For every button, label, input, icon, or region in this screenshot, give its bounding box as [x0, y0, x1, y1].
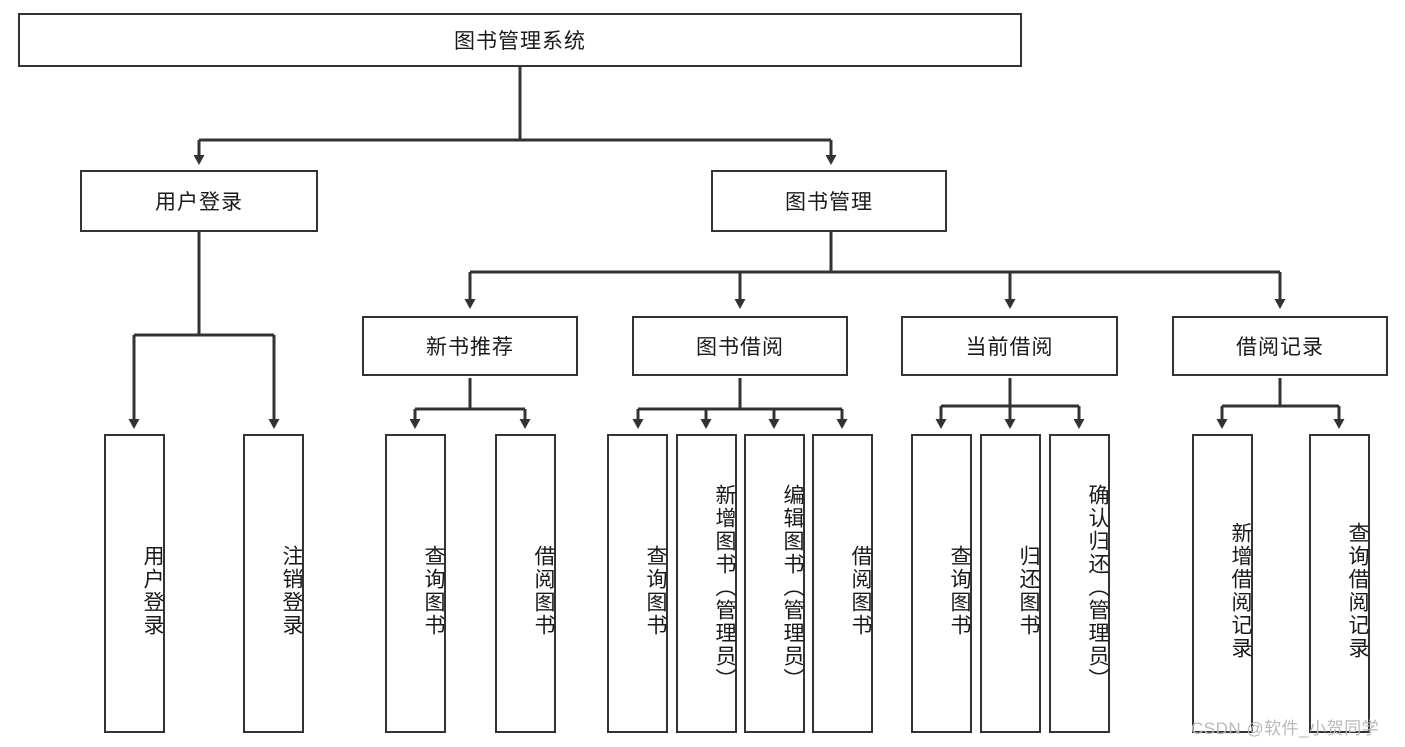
node-new-book-recommend[interactable]: 新书推荐	[362, 316, 578, 376]
node-label: 确认归还（管理员）	[1086, 484, 1109, 691]
node-book-management[interactable]: 图书管理	[711, 170, 947, 232]
node-label: 图书借阅	[696, 336, 784, 359]
node-label: 新增图书（管理员）	[713, 484, 736, 691]
node-label: 查询图书	[644, 544, 667, 637]
leaf-current-borrow-confirm-return-admin[interactable]: 确认归还（管理员）	[1049, 434, 1110, 733]
node-label: 借阅图书	[849, 544, 872, 637]
node-label: 查询借阅记录	[1346, 521, 1369, 660]
node-label: 新书推荐	[426, 336, 514, 359]
node-label: 查询图书	[422, 544, 445, 637]
leaf-current-borrow-query-book[interactable]: 查询图书	[911, 434, 972, 733]
node-label: 当前借阅	[965, 336, 1054, 359]
watermark-text: CSDN @软件_小贺同学	[1191, 719, 1380, 738]
node-user-login[interactable]: 用户登录	[80, 170, 318, 232]
node-label: 用户登录	[141, 544, 164, 637]
node-current-borrow[interactable]: 当前借阅	[901, 316, 1118, 376]
leaf-user-login-sign-out[interactable]: 注销登录	[243, 434, 304, 733]
leaf-book-borrow-edit-book-admin[interactable]: 编辑图书（管理员）	[744, 434, 805, 733]
node-label: 新增借阅记录	[1229, 521, 1252, 660]
node-label: 注销登录	[280, 544, 303, 637]
node-borrow-record[interactable]: 借阅记录	[1172, 316, 1388, 376]
leaf-book-borrow-borrow-book[interactable]: 借阅图书	[812, 434, 873, 733]
leaf-new-book-borrow-book[interactable]: 借阅图书	[495, 434, 556, 733]
node-label: 归还图书	[1017, 544, 1040, 637]
leaf-new-book-query-book[interactable]: 查询图书	[385, 434, 446, 733]
leaf-book-borrow-add-book-admin[interactable]: 新增图书（管理员）	[676, 434, 737, 733]
node-root-book-management-system[interactable]: 图书管理系统	[18, 13, 1022, 67]
node-label: 借阅图书	[532, 544, 555, 637]
leaf-borrow-record-query-record[interactable]: 查询借阅记录	[1309, 434, 1370, 733]
node-label: 用户登录	[155, 191, 243, 214]
leaf-current-borrow-return-book[interactable]: 归还图书	[980, 434, 1041, 733]
node-label: 图书管理	[785, 191, 873, 214]
node-label: 编辑图书（管理员）	[781, 484, 804, 691]
node-book-borrow[interactable]: 图书借阅	[632, 316, 848, 376]
node-label: 借阅记录	[1236, 336, 1324, 359]
node-label: 图书管理系统	[454, 30, 586, 53]
leaf-book-borrow-query-book[interactable]: 查询图书	[607, 434, 668, 733]
leaf-borrow-record-add-record[interactable]: 新增借阅记录	[1192, 434, 1253, 733]
node-label: 查询图书	[948, 544, 971, 637]
leaf-user-login-sign-in[interactable]: 用户登录	[104, 434, 165, 733]
